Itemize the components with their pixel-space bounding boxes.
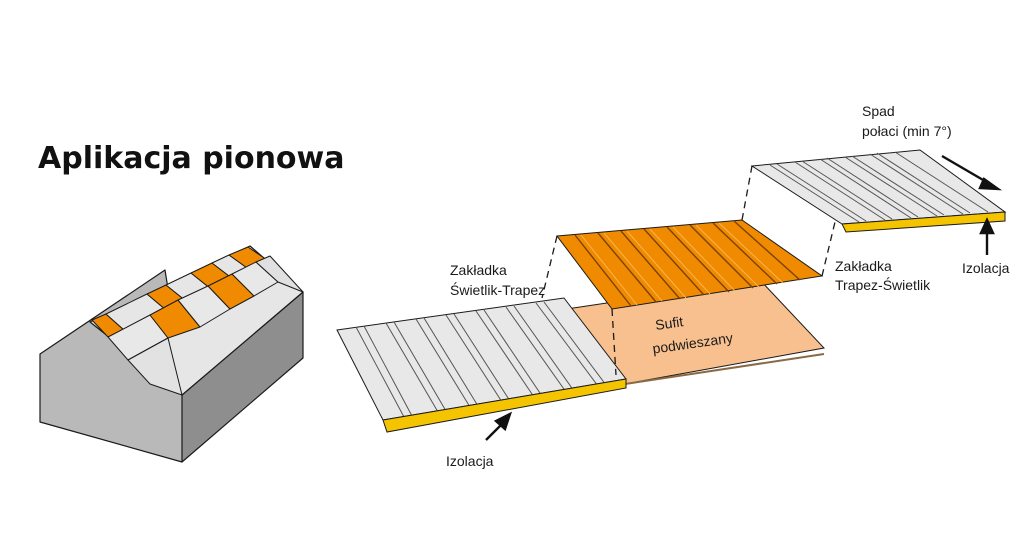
label-overlap-skylight-trapez: Zakładka Świetlik-Trapez [450,262,545,298]
trapezoid-ribs [574,220,801,307]
skylight-left-ribs [355,301,607,418]
label-line: Spad [862,103,895,119]
label-line: Zakładka [835,258,892,274]
trapezoid-sheet [556,219,824,310]
building-illustration [39,245,304,463]
label-roof-slope: Spad połaci (min 7°) [862,103,952,139]
label-insulation-right: Izolacja [962,260,1010,276]
arrow-head [493,411,513,432]
arrow-slope [941,154,991,186]
guide-right-1 [741,165,753,221]
label-overlap-trapez-skylight: Zakładka Trapez-Świetlik [835,258,931,293]
guide-left-1 [541,235,558,299]
skylight-panel-right-surface [750,149,1007,225]
trapezoid-rib-highlights [580,222,784,306]
skylight-panel-right [750,149,1007,233]
page-title: Aplikacja pionowa [38,141,345,176]
skylight-right-ribs [769,151,989,223]
label-line: Zakładka [450,262,507,278]
label-line: Świetlik-Trapez [450,281,545,298]
label-line: połaci (min 7°) [862,123,952,139]
annotation-arrows [485,154,1003,441]
roof-panel [127,337,183,396]
label-line: Trapez-Świetlik [835,276,931,293]
roof-panel [255,255,304,293]
label-insulation-left: Izolacja [446,453,494,469]
insulation-layer-left [382,378,627,433]
label-line: Sufit [654,313,684,333]
guide-right-2 [821,221,836,277]
insulation-layer-right [841,211,1006,233]
arrow-head [979,217,995,235]
skylight-panel-left [336,297,627,433]
overlap-guides [541,165,836,376]
ceiling-edge [624,353,825,385]
roof-near-slope [107,255,304,396]
arrow-head [978,177,1003,191]
